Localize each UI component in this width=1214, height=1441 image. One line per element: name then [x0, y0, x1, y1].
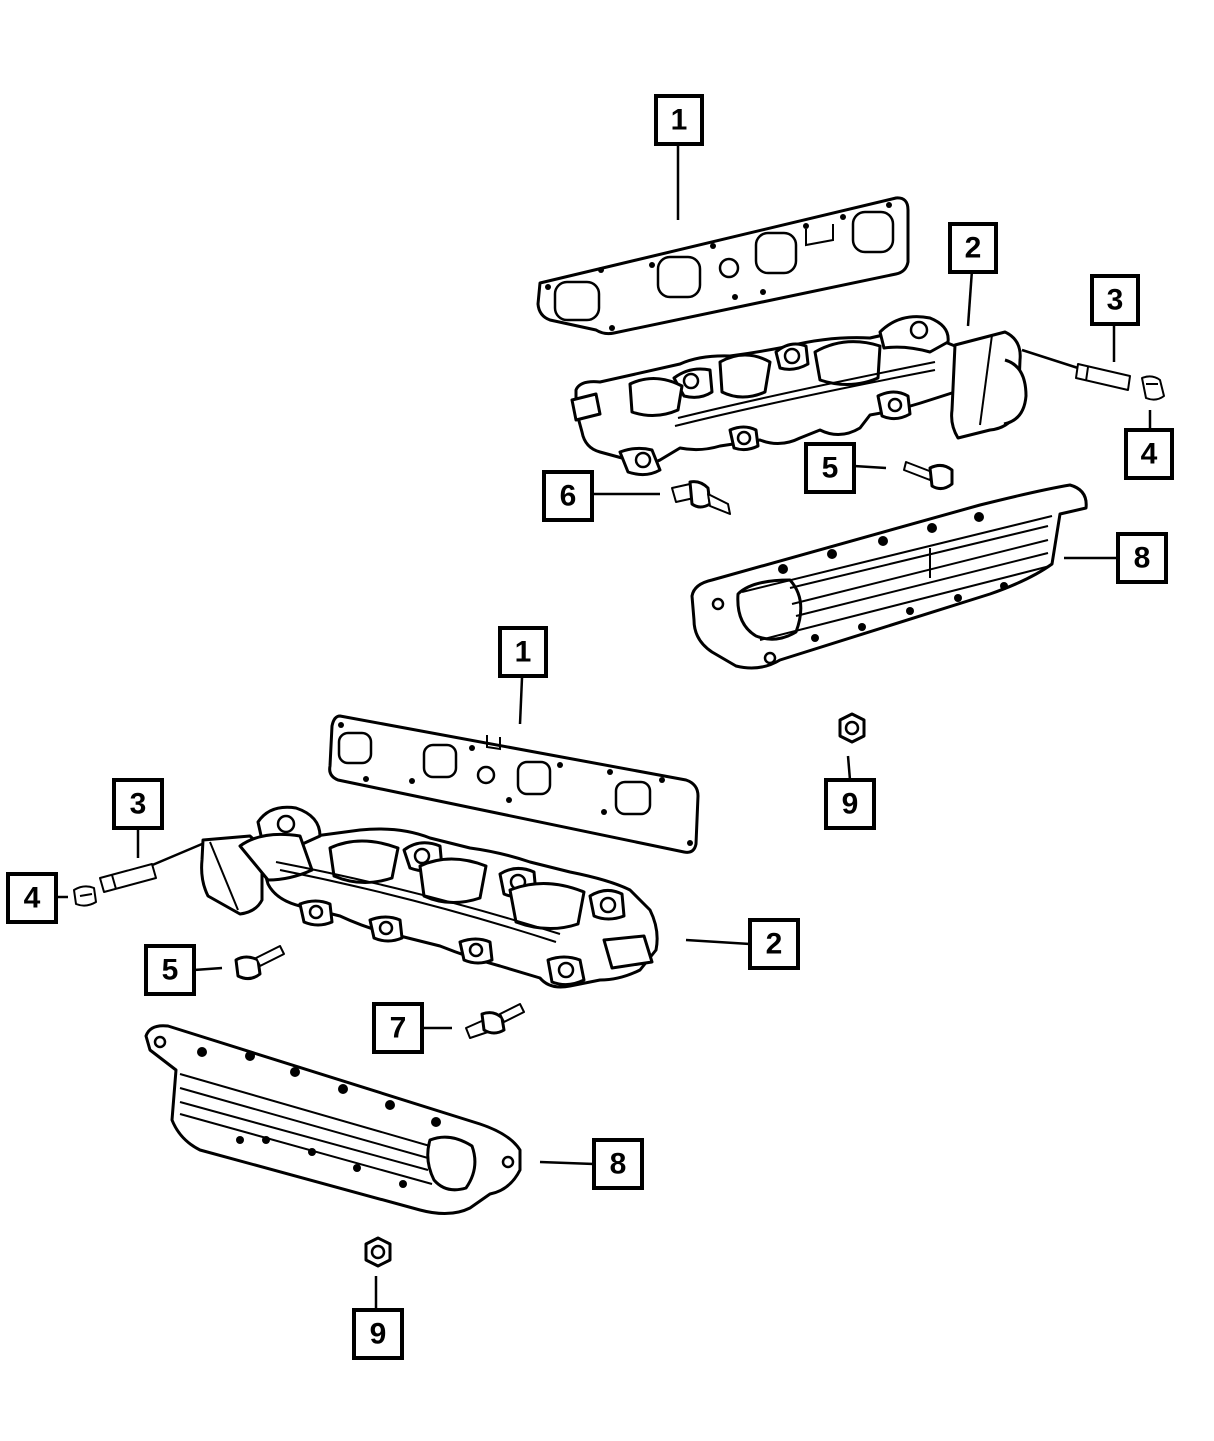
- upper-heat-shield-nut: [838, 712, 866, 744]
- lower-manifold-nut: [73, 885, 97, 907]
- callout-label: 4: [24, 882, 41, 915]
- lower-manifold-stud: [99, 842, 203, 893]
- callout-lower-shield-nut: 9: [352, 1308, 404, 1360]
- lower-heat-shield-nut: [364, 1236, 392, 1268]
- callout-upper-sensor: 6: [542, 470, 594, 522]
- upper-manifold-bolt: [903, 461, 954, 491]
- callout-label: 5: [162, 954, 179, 987]
- callout-lower-stud: 3: [112, 778, 164, 830]
- callout-label: 5: [822, 452, 839, 485]
- callout-label: 6: [560, 480, 577, 513]
- callout-upper-shield-nut: 9: [824, 778, 876, 830]
- callout-label: 9: [370, 1318, 387, 1351]
- upper-exhaust-gasket: [536, 196, 910, 336]
- upper-manifold-nut: [1141, 375, 1165, 401]
- lower-exhaust-manifold: [200, 805, 659, 989]
- upper-oxygen-sensor: [671, 480, 731, 515]
- callout-upper-stud: 3: [1090, 274, 1140, 326]
- callout-label: 3: [1107, 284, 1124, 317]
- callout-lower-manifold: 2: [748, 918, 800, 970]
- callout-label: 1: [671, 104, 688, 137]
- callout-lower-bolt: 5: [144, 944, 196, 996]
- callout-label: 2: [965, 232, 982, 265]
- upper-manifold-stud: [1021, 348, 1131, 391]
- lower-manifold-bolt: [234, 945, 285, 981]
- callout-label: 1: [515, 636, 532, 669]
- callout-lower-gasket: 1: [498, 626, 548, 678]
- callout-lower-heat-shield: 8: [592, 1138, 644, 1190]
- lower-heat-shield: [144, 1024, 522, 1215]
- callout-upper-heat-shield: 8: [1116, 532, 1168, 584]
- callout-label: 2: [766, 928, 783, 961]
- callout-label: 4: [1141, 438, 1158, 471]
- callout-label: 8: [1134, 542, 1151, 575]
- callout-upper-gasket: 1: [654, 94, 704, 146]
- callout-lower-sensor: 7: [372, 1002, 424, 1054]
- callout-upper-nut: 4: [1124, 428, 1174, 480]
- lower-exhaust-gasket: [328, 714, 700, 854]
- upper-exhaust-manifold: [570, 315, 1028, 477]
- leader-lines: [56, 146, 1152, 1310]
- callout-lower-nut: 4: [6, 872, 58, 924]
- lower-oxygen-sensor: [465, 1003, 525, 1039]
- callout-label: 9: [842, 788, 859, 821]
- upper-heat-shield: [690, 483, 1088, 670]
- callout-upper-manifold: 2: [948, 222, 998, 274]
- callout-label: 3: [130, 788, 147, 821]
- callout-upper-bolt: 5: [804, 442, 856, 494]
- callout-label: 8: [610, 1148, 627, 1181]
- callout-label: 7: [390, 1012, 407, 1045]
